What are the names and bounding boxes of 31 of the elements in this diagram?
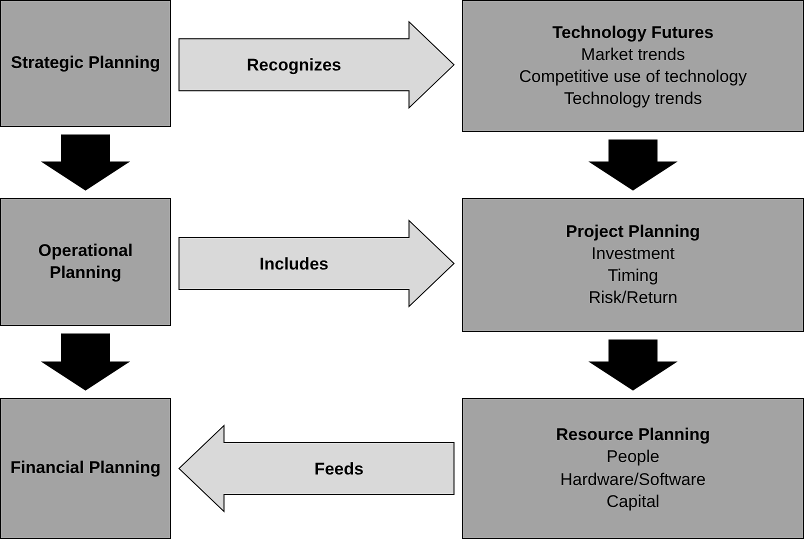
block-arrow xyxy=(178,20,455,109)
process-box xyxy=(462,0,804,132)
block-arrow xyxy=(178,219,455,308)
process-box xyxy=(462,398,804,539)
edge-label: Feeds xyxy=(314,458,364,480)
box-heading: Technology Futures xyxy=(552,22,714,44)
process-box xyxy=(0,398,171,539)
box-item: Capital xyxy=(606,490,660,513)
box-heading: Financial Planning xyxy=(10,457,161,480)
process-box xyxy=(0,0,171,127)
box-item: Competitive use of technology xyxy=(519,66,747,88)
block-arrow xyxy=(178,424,454,513)
block-arrow xyxy=(40,134,130,191)
box-item: Risk/Return xyxy=(588,287,678,310)
box-item: Technology trends xyxy=(564,88,702,110)
box-item: Market trends xyxy=(581,44,685,66)
process-box xyxy=(0,198,171,326)
box-heading: Operational Planning xyxy=(37,240,134,284)
edge-label: Includes xyxy=(260,252,328,275)
box-item: Hardware/Software xyxy=(560,468,706,490)
box-heading: Strategic Planning xyxy=(10,52,160,74)
edge-label: Recognizes xyxy=(246,54,342,76)
block-arrow xyxy=(40,334,130,391)
block-arrow xyxy=(588,140,678,191)
box-heading: Resource Planning xyxy=(556,424,710,446)
box-heading: Project Planning xyxy=(566,220,700,243)
box-item: People xyxy=(606,446,660,468)
block-arrow xyxy=(588,340,678,391)
box-item: Timing xyxy=(608,265,658,287)
box-item: Investment xyxy=(591,242,675,265)
process-box xyxy=(462,198,804,332)
